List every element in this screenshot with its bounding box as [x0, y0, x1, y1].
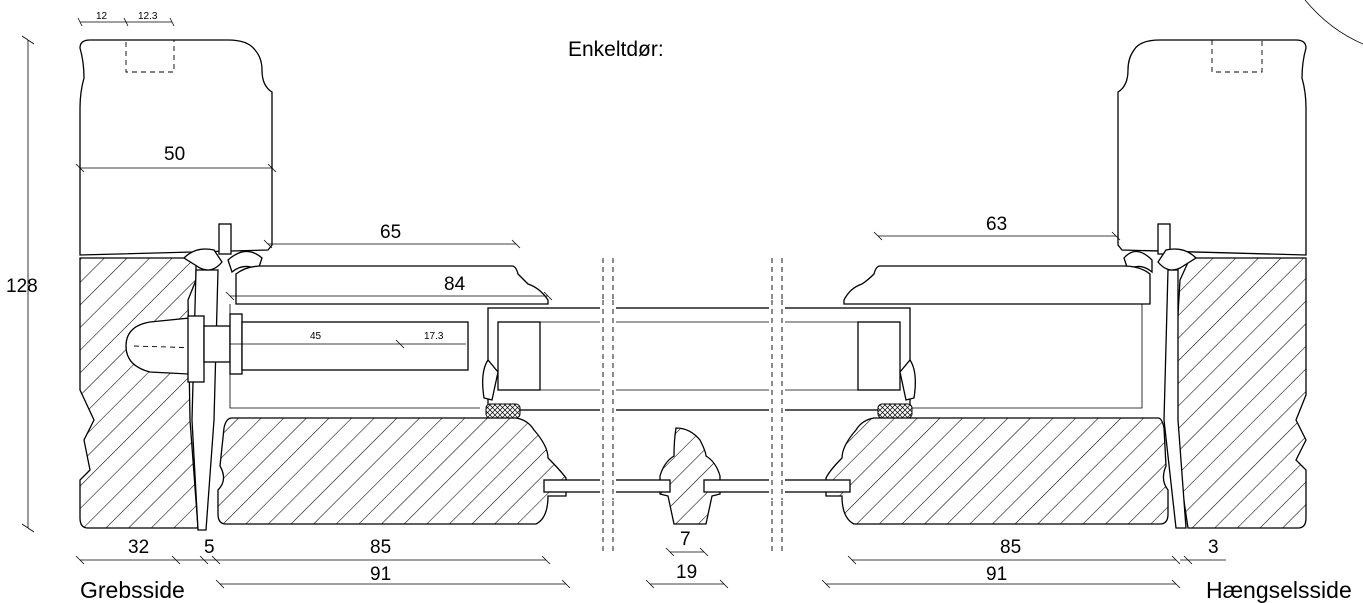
dim-65: 65 — [380, 222, 401, 243]
dim-50: 50 — [164, 144, 185, 165]
bottom-panel-left — [217, 417, 567, 525]
right-casing-groove — [1211, 40, 1263, 73]
glass-clip-right — [899, 358, 916, 401]
centre-post — [659, 427, 721, 525]
dim-17-3: 17.3 — [424, 331, 444, 342]
dim-128: 128 — [6, 276, 38, 297]
left-casing — [79, 39, 273, 256]
glass-panel — [487, 307, 911, 411]
left-frame — [79, 257, 199, 529]
lock-assembly — [125, 313, 469, 383]
right-casing — [1117, 39, 1307, 256]
dim-84: 84 — [444, 274, 466, 295]
dim-12-3: 12.3 — [138, 11, 158, 22]
door-leaf-right-outline — [910, 304, 1143, 409]
bottom-panel-right — [825, 417, 1169, 525]
dim-12: 12 — [96, 11, 108, 22]
dim-32: 32 — [128, 537, 149, 558]
dim-19: 19 — [676, 562, 697, 583]
dim-85-left: 85 — [370, 537, 391, 558]
side-label-right: Hængselsside — [1206, 577, 1352, 603]
right-jamb-strip — [1163, 269, 1187, 529]
right-frame — [1171, 257, 1307, 529]
dim-63: 63 — [986, 214, 1007, 235]
dim-3: 3 — [1208, 537, 1219, 558]
left-jamb-strip — [191, 269, 219, 531]
glass-bead-right — [857, 321, 901, 391]
dim-91-left: 91 — [370, 564, 391, 585]
dim-85-right: 85 — [1000, 537, 1021, 558]
glass-bead-left — [497, 321, 541, 391]
door-top-rail — [235, 265, 549, 305]
glass-clip-left — [482, 358, 499, 401]
corner-arc — [1304, 0, 1363, 45]
dim-91-right: 91 — [986, 564, 1007, 585]
seal-left — [485, 403, 521, 419]
seal-right — [877, 403, 913, 419]
drawing-title: Enkeltdør: — [568, 38, 664, 61]
side-label-left: Grebsside — [80, 577, 185, 603]
dim-45: 45 — [310, 331, 322, 342]
left-casing-groove — [125, 39, 175, 73]
door-top-rail-right — [843, 265, 1151, 305]
dim-5: 5 — [204, 537, 215, 558]
dimension-lines — [21, 17, 1226, 589]
dim-7: 7 — [680, 529, 691, 550]
